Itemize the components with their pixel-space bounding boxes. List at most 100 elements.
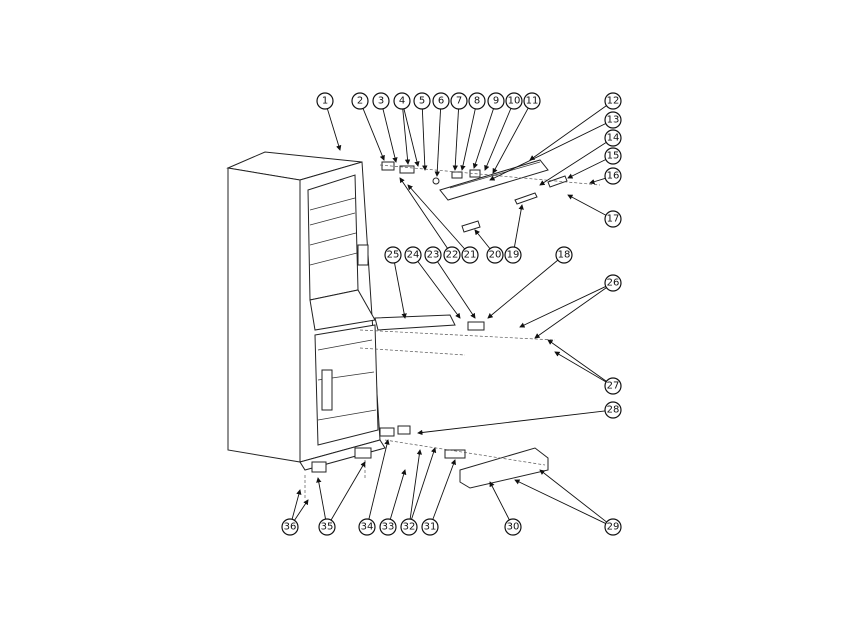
callout-number: 14 bbox=[607, 133, 620, 144]
middle-hinge bbox=[467, 321, 485, 331]
callout-circle bbox=[461, 246, 479, 264]
callout-circle bbox=[604, 210, 622, 228]
callout-6: 6 bbox=[432, 92, 450, 110]
foot bbox=[311, 461, 327, 473]
leader-line bbox=[484, 108, 512, 171]
callout-number: 27 bbox=[607, 381, 620, 392]
callout-number: 29 bbox=[607, 522, 620, 533]
callout-number: 36 bbox=[284, 522, 297, 533]
callout-circle bbox=[523, 92, 541, 110]
callout-number: 13 bbox=[607, 115, 620, 126]
callout-circle bbox=[393, 92, 411, 110]
callout-circle bbox=[351, 92, 369, 110]
callout-22: 22 bbox=[443, 246, 461, 264]
callout-circle bbox=[604, 274, 622, 292]
cabinet-side bbox=[227, 167, 301, 463]
callout-circle bbox=[604, 401, 622, 419]
callout-27: 27 bbox=[604, 377, 622, 395]
callout-number: 24 bbox=[407, 250, 420, 261]
leader-line bbox=[399, 177, 448, 249]
callout-circle bbox=[505, 92, 523, 110]
top-hinge-cover-assembly bbox=[379, 159, 601, 233]
callout-number: 35 bbox=[321, 522, 334, 533]
callout-circle bbox=[604, 167, 622, 185]
callout-circle bbox=[555, 246, 573, 264]
callout-4: 4 bbox=[393, 92, 411, 110]
callout-35: 35 bbox=[318, 518, 336, 536]
callout-number: 25 bbox=[387, 250, 400, 261]
callout-circle bbox=[604, 129, 622, 147]
callout-circle bbox=[487, 92, 505, 110]
callout-8: 8 bbox=[468, 92, 486, 110]
callout-number: 17 bbox=[607, 214, 620, 225]
callout-circle bbox=[404, 246, 422, 264]
leader-line bbox=[492, 107, 529, 174]
handle-part bbox=[514, 192, 538, 205]
callout-number: 22 bbox=[446, 250, 459, 261]
callout-number: 21 bbox=[464, 250, 477, 261]
callout-number: 31 bbox=[424, 522, 437, 533]
leader-line bbox=[382, 108, 398, 163]
callout-circle bbox=[443, 246, 461, 264]
callout-circle bbox=[400, 518, 418, 536]
leader-line bbox=[489, 481, 510, 521]
callout-number: 33 bbox=[382, 522, 395, 533]
callout-number: 12 bbox=[607, 96, 620, 107]
callout-21: 21 bbox=[461, 246, 479, 264]
leader-line bbox=[452, 108, 459, 171]
leader-line bbox=[547, 339, 607, 382]
leader-line bbox=[417, 261, 461, 319]
top-hinge-part bbox=[381, 161, 395, 171]
callout-circle bbox=[604, 92, 622, 110]
leader-line bbox=[567, 194, 607, 216]
callout-17: 17 bbox=[604, 210, 622, 228]
callout-number: 28 bbox=[607, 405, 620, 416]
callout-5: 5 bbox=[413, 92, 431, 110]
callout-26: 26 bbox=[604, 274, 622, 292]
handle-part bbox=[461, 220, 481, 233]
callout-16: 16 bbox=[604, 167, 622, 185]
foot bbox=[354, 447, 372, 459]
middle-hinge-assembly bbox=[359, 314, 556, 356]
assembly-axis bbox=[359, 329, 556, 356]
callout-10: 10 bbox=[505, 92, 523, 110]
top-hinge-part bbox=[451, 171, 463, 179]
callout-number: 9 bbox=[493, 96, 499, 107]
leader-line bbox=[554, 351, 607, 383]
leader-line bbox=[434, 108, 442, 177]
bottom-hinge bbox=[444, 449, 466, 459]
leader-line bbox=[409, 449, 423, 520]
callout-number: 6 bbox=[438, 96, 444, 107]
refrigerator-cabinet bbox=[226, 151, 386, 471]
callout-13: 13 bbox=[604, 111, 622, 129]
callout-29: 29 bbox=[604, 518, 622, 536]
leader-line bbox=[489, 123, 607, 181]
leader-line bbox=[519, 286, 606, 328]
callout-circle bbox=[379, 518, 397, 536]
callout-number: 2 bbox=[357, 96, 363, 107]
callout-20: 20 bbox=[486, 246, 504, 264]
callout-circle bbox=[372, 92, 390, 110]
callout-circle bbox=[604, 111, 622, 129]
callout-number: 7 bbox=[456, 96, 462, 107]
kickplate bbox=[459, 447, 549, 489]
leader-line bbox=[368, 439, 390, 520]
leader-line bbox=[460, 108, 476, 171]
callout-28: 28 bbox=[604, 401, 622, 419]
callout-circle bbox=[468, 92, 486, 110]
leader-line bbox=[539, 141, 607, 186]
callout-1: 1 bbox=[316, 92, 334, 110]
callout-number: 8 bbox=[474, 96, 480, 107]
callout-36: 36 bbox=[281, 518, 299, 536]
leader-line bbox=[567, 159, 607, 179]
callout-circle bbox=[413, 92, 431, 110]
leader-line bbox=[529, 105, 607, 161]
leader-line bbox=[421, 108, 428, 171]
leader-line bbox=[487, 259, 559, 319]
callout-23: 23 bbox=[424, 246, 442, 264]
leader-line bbox=[407, 184, 466, 250]
leader-line bbox=[474, 229, 491, 250]
callout-number: 10 bbox=[508, 96, 521, 107]
bottom-hinge-part bbox=[397, 425, 411, 435]
